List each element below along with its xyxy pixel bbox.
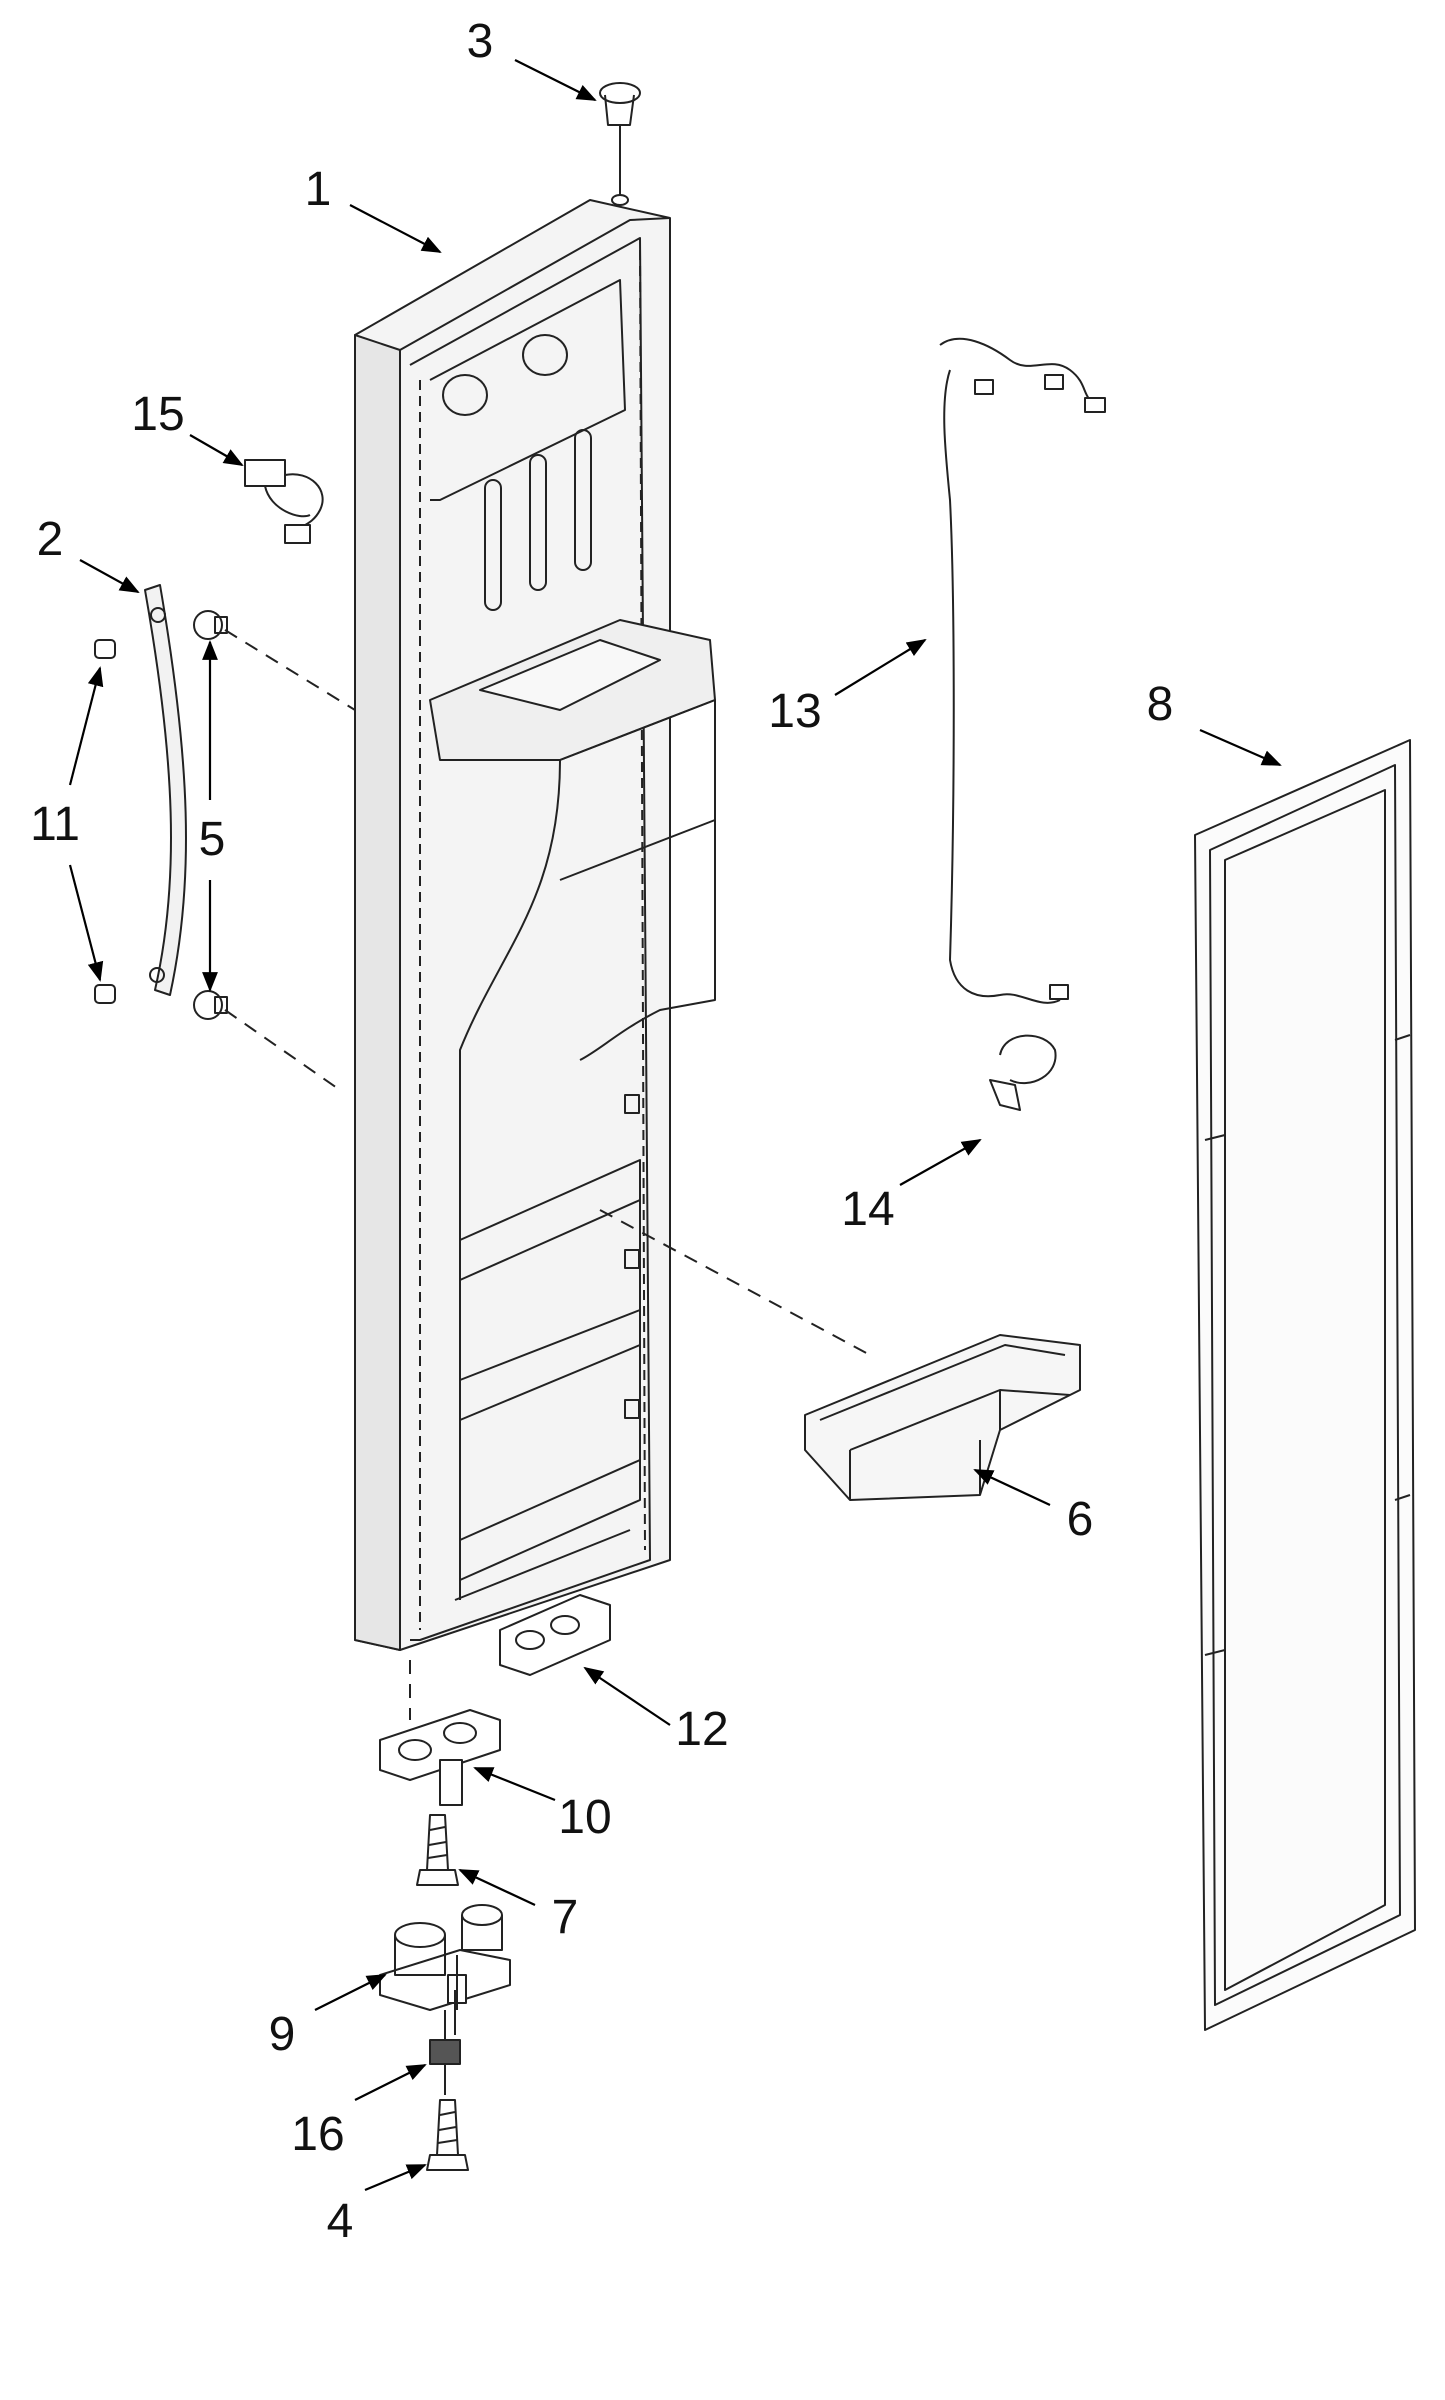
leader-4 [364,2163,427,2192]
callout-7: 7 [551,1891,579,1944]
callout-1: 1 [304,163,332,216]
callout-13: 13 [768,685,822,738]
leader-14 [899,1139,982,1186]
callout-14: 14 [841,1183,895,1236]
door-gasket [1195,740,1415,2030]
leader-13 [834,638,927,696]
callout-5: 5 [198,813,226,866]
callout-4: 4 [326,2195,354,2248]
leader-9 [314,1974,387,2011]
assembly-dashed-lines [224,629,871,2095]
callout-3: 3 [466,15,494,68]
callout-15: 15 [131,388,185,441]
callout-leaders [68,59,1282,2192]
handle-mounting-screws [194,611,227,1019]
leader-1 [349,204,442,253]
callout-9: 9 [268,2008,296,2061]
hinge-pin-block [380,1905,510,2010]
leader-7 [458,1869,536,1906]
callout-12: 12 [675,1703,729,1756]
leader-16 [354,2064,427,2101]
leader-10 [473,1766,556,1802]
leader-11-up [68,666,104,786]
hinge-clip [430,2010,460,2064]
callout-8: 8 [1146,678,1174,731]
callout-2: 2 [36,513,64,566]
wire-connector-small [245,460,323,543]
callout-16: 16 [291,2108,345,2161]
callout-11: 11 [30,798,80,851]
leader-2 [79,559,140,593]
leader-8 [1199,728,1282,767]
callout-6: 6 [1066,1493,1094,1546]
harness-clamp [990,1036,1056,1110]
lower-hinge-cover [500,1595,610,1675]
refrigerator-door [355,200,715,1650]
leader-3 [514,59,597,101]
door-bin [805,1335,1080,1500]
door-handle [145,585,186,995]
hinge-screw [417,1815,458,1885]
leader-6 [973,1469,1051,1506]
hinge-bracket [380,1710,500,1805]
wire-harness [940,339,1105,1003]
leader-12 [583,1666,671,1726]
bottom-screw [427,2100,468,2170]
leader-11-down [68,864,104,982]
leader-15 [189,434,244,466]
callout-10: 10 [558,1791,612,1844]
door-top-plug [600,83,640,205]
handle-studs [95,640,115,1003]
